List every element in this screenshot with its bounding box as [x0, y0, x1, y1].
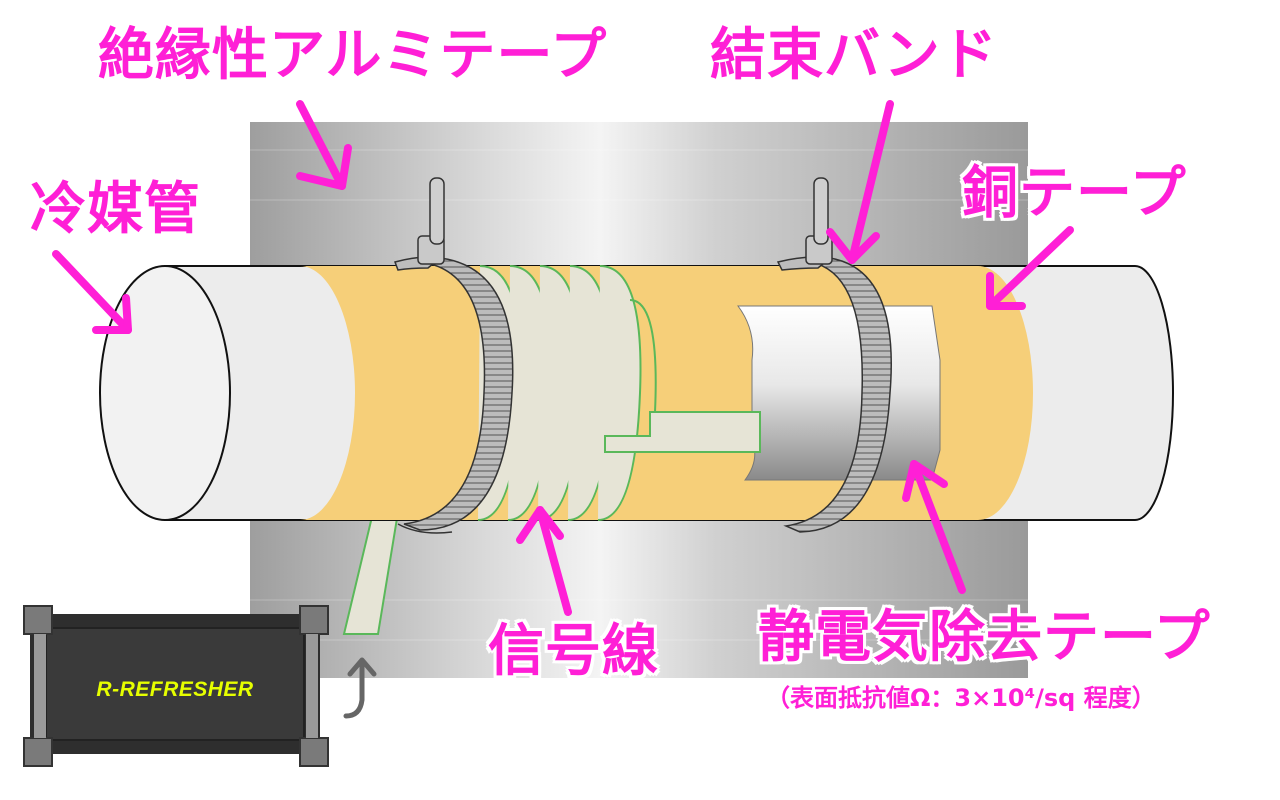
arrow-copper	[986, 226, 1074, 310]
arrow-static-head	[902, 460, 948, 502]
arrow-pipe-head	[92, 294, 132, 334]
device-connection-arrow	[343, 657, 377, 719]
label-binding-band: 結束バンド	[710, 23, 998, 88]
pipe-end-cap	[99, 265, 231, 521]
arrow-signal-head	[516, 506, 564, 544]
label-aluminum-tape: 絶縁性アルミテープ	[98, 23, 608, 88]
arrow-pipe	[52, 250, 132, 334]
signal-wire-bend	[629, 299, 657, 413]
static-removal-foil	[737, 305, 941, 481]
label-surface-resistance: （表面抵抗値Ω：3×10⁴/sq 程度）	[766, 684, 1156, 712]
arrow-aluminum	[296, 100, 346, 190]
arrow-copper-head	[986, 272, 1026, 310]
signal-wire-run	[604, 411, 761, 453]
arrow-band-head	[826, 228, 880, 264]
label-copper-tape: 銅テープ	[962, 161, 1187, 226]
binding-band-left	[394, 177, 514, 534]
refresher-logo: R-REFRESHER	[96, 678, 254, 701]
pointer-arrows	[52, 100, 1074, 616]
arrow-static	[910, 460, 966, 594]
label-refrigerant-pipe: 冷媒管	[30, 177, 201, 242]
binding-band-right	[776, 177, 892, 533]
label-signal-wire: 信号線	[488, 619, 659, 684]
arrow-signal	[536, 506, 572, 616]
refresher-device	[23, 605, 329, 767]
label-static-removal-tape: 静電気除去テープ	[758, 605, 1211, 670]
arrow-band	[848, 100, 894, 264]
arrow-aluminum-head	[296, 144, 352, 190]
